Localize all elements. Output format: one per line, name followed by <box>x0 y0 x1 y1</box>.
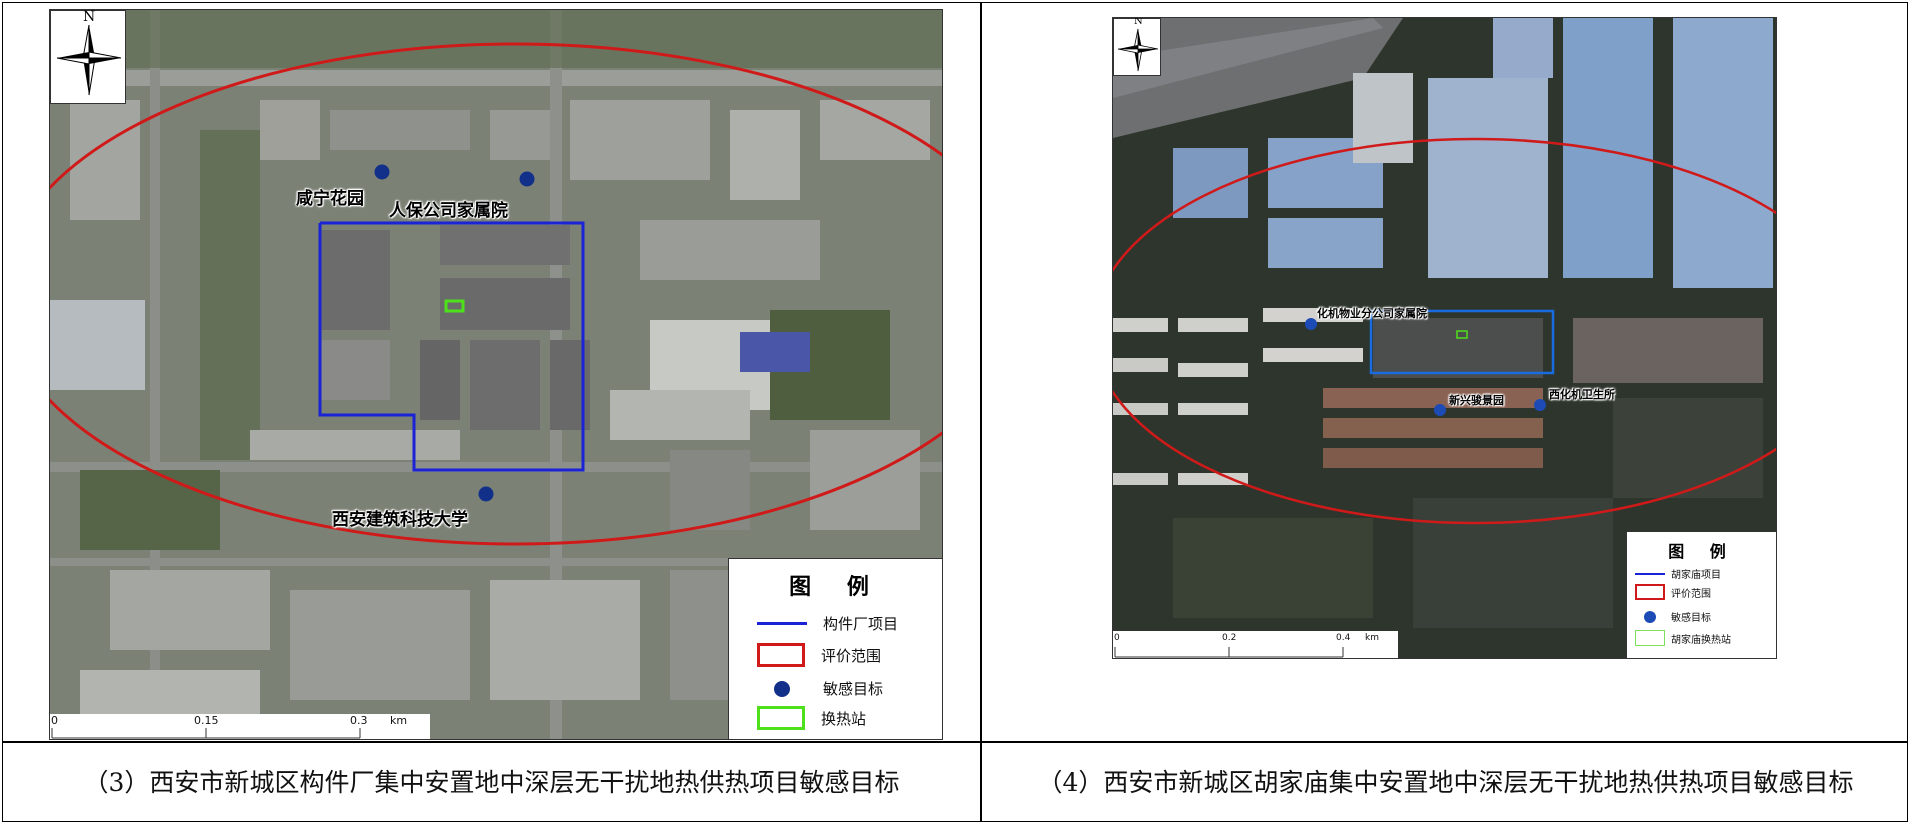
scale-bar-right: 0 0.2 0.4 km <box>1113 631 1398 658</box>
caption-map-3: （3）西安市新城区构件厂集中安置地中深层无干扰地热供热项目敏感目标 <box>83 768 900 797</box>
north-label: N <box>1134 17 1143 27</box>
legend-title: 图 例 <box>789 575 883 600</box>
label-xianning-garden: 咸宁花园 <box>296 189 364 209</box>
legend-item-heat-station: 胡家庙换热站 <box>1635 630 1731 646</box>
label-xihuaji-clinic: 西化机卫生所 <box>1549 388 1615 401</box>
label-huaji-property-compound: 化机物业分公司家属院 <box>1317 307 1427 320</box>
legend-item-project: 构件厂项目 <box>757 613 898 634</box>
table-divider-vertical <box>980 3 982 821</box>
north-arrow-icon <box>56 24 122 96</box>
map-goujianchang[interactable]: N 咸宁花园 人保公司家属院 西安建筑科技大学 图 例 构件厂项目 评价范围 敏… <box>49 9 943 740</box>
legend-item-project: 胡家庙项目 <box>1635 566 1721 581</box>
north-arrow-icon <box>1117 28 1159 72</box>
label-renbao-compound: 人保公司家属院 <box>389 201 508 221</box>
legend-item-evaluation-range: 评价范围 <box>1635 584 1711 600</box>
scale-bar-left: 0 0.15 0.3 km <box>50 714 430 739</box>
legend-item-heat-station: 换热站 <box>757 706 866 730</box>
legend-item-sensitive-target: 敏感目标 <box>1635 609 1711 624</box>
label-xian-jianzhu-university: 西安建筑科技大学 <box>332 510 468 530</box>
legend-title: 图 例 <box>1668 542 1736 561</box>
satellite-imagery-left <box>50 10 942 739</box>
label-xinxing-junjing-garden: 新兴骏景园 <box>1449 394 1504 407</box>
legend-item-evaluation-range: 评价范围 <box>757 643 881 667</box>
caption-map-4: （4）西安市新城区胡家庙集中安置地中深层无干扰地热供热项目敏感目标 <box>1037 768 1854 797</box>
map-legend-left: 图 例 构件厂项目 评价范围 敏感目标 换热站 <box>728 558 942 739</box>
north-arrow: N <box>1113 18 1161 76</box>
table-divider-horizontal <box>3 741 1907 743</box>
legend-item-sensitive-target: 敏感目标 <box>757 678 883 699</box>
north-arrow: N <box>50 10 126 104</box>
north-label: N <box>83 9 96 25</box>
map-legend-right: 图 例 胡家庙项目 评价范围 敏感目标 胡家庙换热站 <box>1626 531 1776 658</box>
sensitive-target-icon <box>1635 610 1665 623</box>
map-hujiamiao[interactable]: N 化机物业分公司家属院 新兴骏景园 西化机卫生所 图 例 胡家庙项目 评价范围… <box>1112 17 1777 659</box>
sensitive-target-icon <box>757 680 807 697</box>
